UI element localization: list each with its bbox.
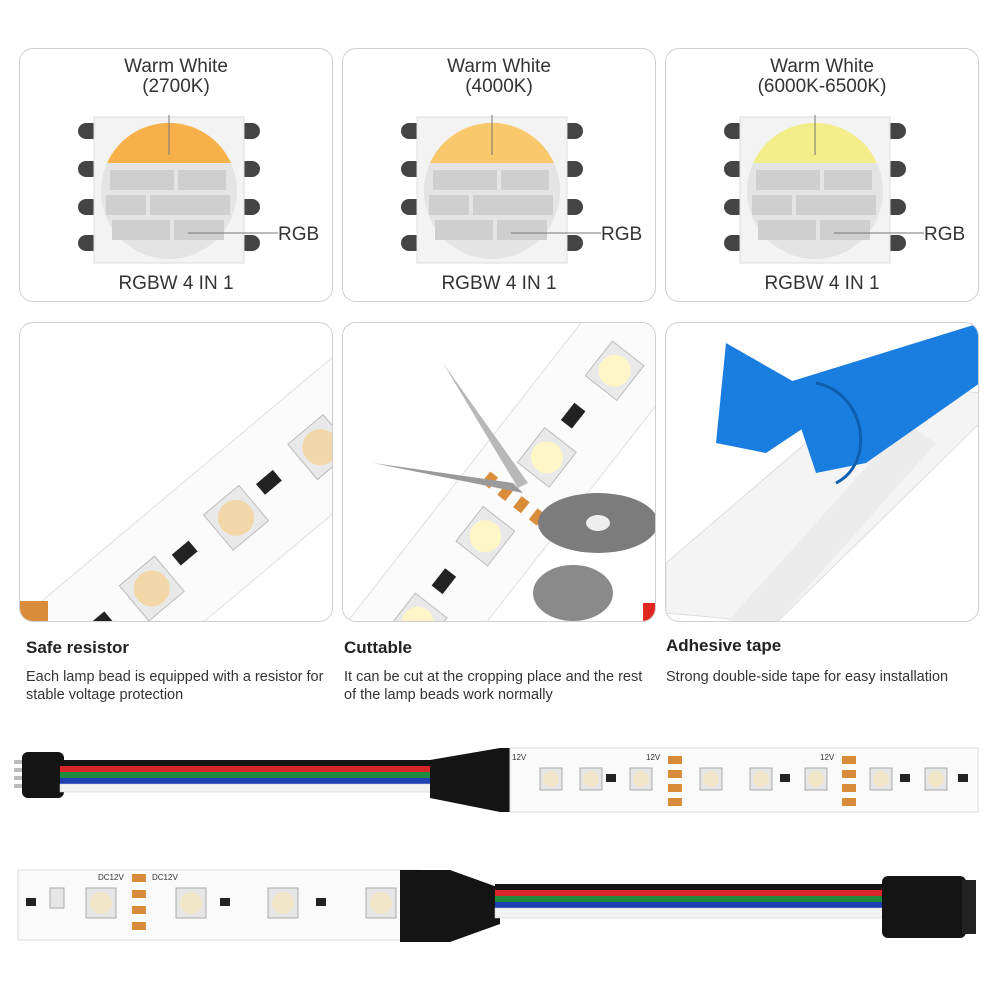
feature-title-adhesive-tape: Adhesive tape: [666, 636, 782, 655]
led-card-4000k: Warm White (4000K) RGB RGBW 4 IN 1: [342, 48, 656, 302]
led-strip-with-connector-top: 12V 12V 12V: [14, 747, 979, 813]
led-title: Warm White: [770, 56, 874, 77]
smd-led-chip-image: [401, 115, 601, 264]
rgb-label: RGB: [278, 224, 320, 245]
strip-voltage-label: 12V: [512, 753, 527, 762]
strip-voltage-label: 12V: [820, 753, 835, 762]
feature-desc-cuttable: It can be cut at the cropping place and …: [344, 669, 643, 703]
led-caption: RGBW 4 IN 1: [441, 273, 557, 294]
led-subtitle: (6000K-6500K): [757, 76, 887, 97]
smd-led-chip-image: [78, 115, 278, 264]
rgb-label: RGB: [924, 224, 966, 245]
led-card-2700k: Warm White (2700K) RGB RGBW 4 IN 1: [19, 48, 333, 302]
led-card-6000k: Warm White (6000K-6500K) RGB RGBW 4 IN 1: [665, 48, 979, 302]
strip-voltage-label: DC12V: [98, 873, 124, 882]
led-caption: RGBW 4 IN 1: [118, 273, 234, 294]
cuttable-photo: [342, 322, 656, 622]
strip-voltage-label: DC12V: [152, 873, 178, 882]
feature-desc-safe-resistor: Each lamp bead is equipped with a resist…: [26, 669, 324, 703]
led-caption: RGBW 4 IN 1: [764, 273, 880, 294]
led-subtitle: (2700K): [142, 76, 210, 97]
led-strip-with-connector-bottom: DC12V DC12V: [17, 869, 976, 942]
feature-desc-adhesive-tape: Strong double-side tape for easy install…: [666, 669, 949, 685]
safe-resistor-photo: [19, 322, 333, 622]
strip-voltage-label: 12V: [646, 753, 661, 762]
double-side-tape-image: [666, 323, 978, 621]
led-strip-resistor-image: [20, 323, 332, 621]
smd-led-chip-image: [724, 115, 924, 264]
feature-title-safe-resistor: Safe resistor: [26, 638, 129, 657]
rgb-label: RGB: [601, 224, 643, 245]
scissors-cutting-strip-image: [343, 323, 655, 621]
adhesive-tape-photo: [665, 322, 979, 622]
led-title: Warm White: [124, 56, 228, 77]
led-title: Warm White: [447, 56, 551, 77]
led-subtitle: (4000K): [465, 76, 533, 97]
feature-title-cuttable: Cuttable: [344, 638, 412, 657]
